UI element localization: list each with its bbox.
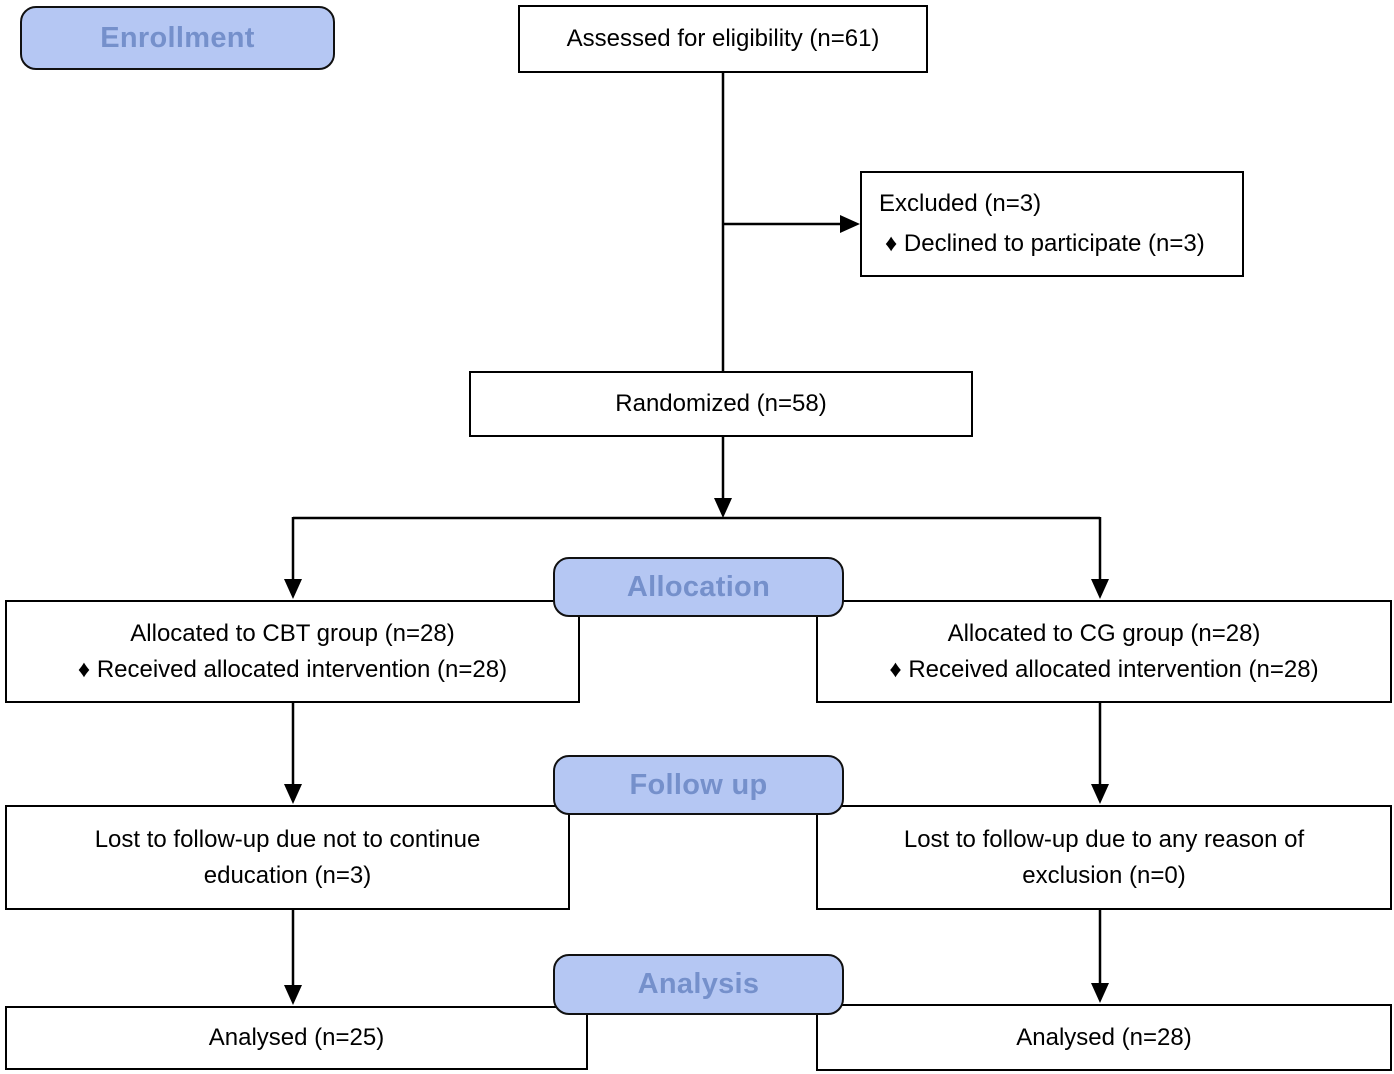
arrowhead-alloc-left [284, 579, 302, 599]
allocated-cbt-title: Allocated to CBT group (n=28) [130, 619, 455, 647]
stage-label-follow-up-text: Follow up [629, 768, 768, 801]
arrowhead-alloc-right [1091, 579, 1109, 599]
stage-label-enrollment-text: Enrollment [100, 21, 255, 54]
lost-followup-cg-line1: Lost to follow-up due to any reason of [903, 825, 1305, 853]
excluded-title: Excluded (n=3) [879, 190, 1042, 218]
analysed-cg-text: Analysed (n=28) [1016, 1023, 1192, 1051]
assessed-eligibility-box: Assessed for eligibility (n=61) [518, 5, 928, 73]
stage-label-analysis: Analysis [553, 954, 844, 1015]
lost-followup-cbt-line2: education (n=3) [203, 861, 372, 889]
stage-label-allocation-text: Allocation [626, 570, 771, 603]
arrowhead-analysed-right [1091, 983, 1109, 1003]
analysed-cbt-text: Analysed (n=25) [208, 1024, 385, 1051]
analysed-cbt-box: Analysed (n=25) [5, 1006, 588, 1070]
arrowhead-branch [714, 498, 732, 518]
allocated-cg-title: Allocated to CG group (n=28) [947, 619, 1261, 647]
excluded-box: Excluded (n=3) ♦ Declined to participate… [860, 171, 1244, 277]
lost-followup-cg-box: Lost to follow-up due to any reason of e… [816, 805, 1392, 910]
stage-label-follow-up: Follow up [553, 755, 844, 815]
allocated-cbt-box: Allocated to CBT group (n=28) ♦ Received… [5, 600, 580, 703]
analysed-cg-box: Analysed (n=28) [816, 1004, 1392, 1071]
allocated-cg-detail: ♦ Received allocated intervention (n=28) [889, 655, 1319, 683]
arrowhead-lost-left [284, 784, 302, 804]
assessed-eligibility-text: Assessed for eligibility (n=61) [566, 25, 880, 52]
lost-followup-cbt-line1: Lost to follow-up due not to continue [94, 825, 481, 853]
arrowhead-lost-right [1091, 784, 1109, 804]
randomized-box: Randomized (n=58) [469, 371, 973, 437]
arrowhead-analysed-left [284, 985, 302, 1005]
arrowhead-excluded [840, 215, 860, 233]
allocated-cg-box: Allocated to CG group (n=28) ♦ Received … [816, 600, 1392, 703]
lost-followup-cbt-box: Lost to follow-up due not to continue ed… [5, 805, 570, 910]
excluded-reason: ♦ Declined to participate (n=3) [885, 230, 1205, 257]
stage-label-allocation: Allocation [553, 557, 844, 617]
lost-followup-cg-line2: exclusion (n=0) [1022, 861, 1186, 889]
randomized-text: Randomized (n=58) [615, 390, 827, 417]
allocated-cbt-detail: ♦ Received allocated intervention (n=28) [77, 655, 508, 683]
stage-label-enrollment: Enrollment [20, 6, 335, 70]
stage-label-analysis-text: Analysis [637, 968, 760, 1000]
